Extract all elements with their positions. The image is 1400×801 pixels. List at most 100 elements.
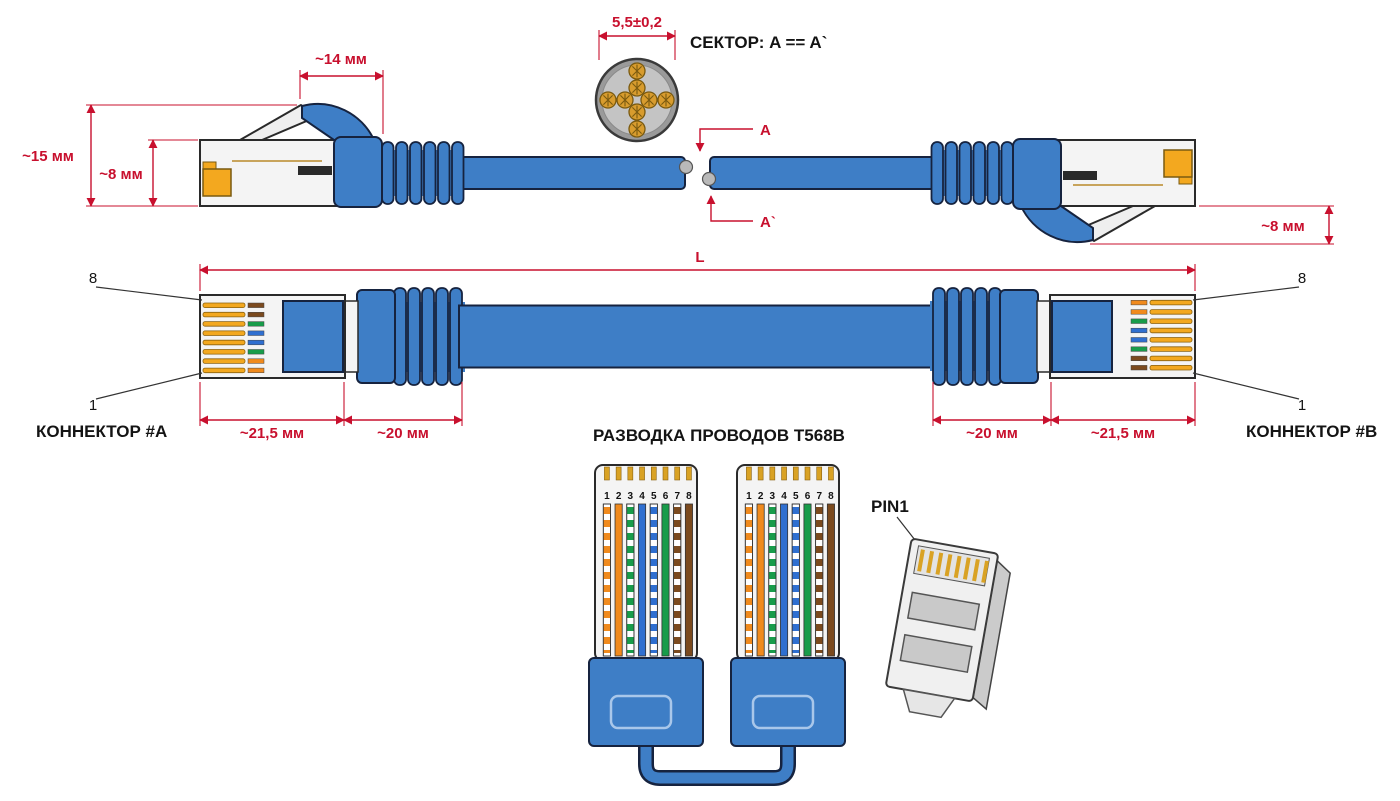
gold-pin <box>917 549 925 572</box>
contact-pin <box>792 466 799 481</box>
gold-pin <box>962 557 971 580</box>
pin-number-label: 5 <box>793 491 799 502</box>
pin-number-label: 5 <box>651 491 657 502</box>
patch-cord-plan-view: L 8 1 8 1 КОННЕКТОР #A КОННЕКТОР #B ~21,… <box>36 249 1377 442</box>
section-marker-a-prime-label: A` <box>760 214 776 231</box>
gold-pin <box>935 552 944 575</box>
boot-front-a <box>588 657 704 747</box>
contact-pin <box>627 466 634 481</box>
contact-pin <box>650 466 657 481</box>
connector-3d-window-1 <box>906 591 981 631</box>
pin-number-label: 3 <box>628 491 634 502</box>
wire-white-brown <box>673 503 682 657</box>
connector-3d-window-2 <box>899 633 973 674</box>
pin-number-label: 8 <box>686 491 692 502</box>
contact-pin <box>639 466 645 481</box>
pin-callouts: 8 1 8 1 <box>89 270 1306 414</box>
dim-8mm-right: ~8 мм <box>1090 205 1334 245</box>
wire-blue <box>780 503 789 657</box>
connector-a-title: КОННЕКТОР #A <box>36 422 167 441</box>
wire-white-orange <box>602 503 611 657</box>
contact-pin <box>686 466 692 481</box>
connector-b-title: КОННЕКТОР #B <box>1246 422 1377 441</box>
wire-white-green <box>626 503 635 657</box>
boot-front-b <box>730 657 846 747</box>
dim-8mm-left-label: ~8 мм <box>99 166 142 183</box>
cable-cross-section <box>594 57 680 143</box>
gold-pin <box>972 558 980 582</box>
sector-label: СЕКТОР: A == A` <box>690 33 827 52</box>
wire-blue <box>638 503 647 657</box>
pin-number-label: 7 <box>674 491 680 502</box>
pin8-right-label: 8 <box>1298 270 1306 287</box>
wiring-title: РАЗВОДКА ПРОВОДОВ T568B <box>593 426 845 445</box>
contact-pin <box>604 466 610 481</box>
wire-brown <box>826 503 835 657</box>
section-marker-a-prime: A` <box>706 195 776 231</box>
wire-white-green <box>768 503 777 657</box>
contact-pin <box>674 466 681 481</box>
dim-length: L <box>199 249 1196 291</box>
wire-green <box>803 503 812 657</box>
contact-pin <box>804 466 811 481</box>
pin1-label: PIN1 <box>871 497 909 516</box>
contact-pin <box>757 466 764 481</box>
pin-number-label: 6 <box>663 491 669 502</box>
dim-21-5mm-right: ~20 мм ~21,5 мм <box>932 382 1196 442</box>
pin1-left-label: 1 <box>89 397 97 414</box>
pin-number-label: 2 <box>616 491 622 502</box>
dim-21-5mm-left: ~21,5 мм ~20 мм <box>199 382 463 442</box>
connector-3d-pins <box>917 549 990 583</box>
dim-20mm-left-label: ~20 мм <box>377 425 429 442</box>
dim-8mm-left: ~8 мм <box>99 139 198 207</box>
gold-pin <box>944 554 953 577</box>
dim-8mm-right-label: ~8 мм <box>1261 218 1304 235</box>
contact-pin <box>816 466 823 481</box>
wire-white-brown <box>815 503 824 657</box>
connector-3d-tab <box>902 688 956 719</box>
pin-number-label: 1 <box>746 491 752 502</box>
pin8-left-label: 8 <box>89 270 97 287</box>
dim-14mm: ~14 мм <box>299 51 384 134</box>
boot-detail-b <box>751 694 815 730</box>
pin-number-label: 4 <box>639 491 645 502</box>
contact-pin <box>615 466 622 481</box>
dim-15mm-label: ~15 мм <box>22 148 74 165</box>
gold-pin <box>926 550 935 574</box>
connector-3d-view <box>885 538 1011 719</box>
pin-number-label: 2 <box>758 491 764 502</box>
wire-green <box>661 503 670 657</box>
pin1-right-label: 1 <box>1298 397 1306 414</box>
pin-number-label: 4 <box>781 491 787 502</box>
dim-cable-diameter-label: 5,5±0,2 <box>612 14 662 31</box>
wire-white-blue <box>649 503 658 657</box>
wire-white-blue <box>791 503 800 657</box>
wire-white-orange <box>744 503 753 657</box>
wire-orange <box>756 503 765 657</box>
connector-b-plan-view <box>458 287 1196 386</box>
boot-detail-a <box>609 694 673 730</box>
section-marker-a: A <box>695 122 771 152</box>
gold-pin <box>953 555 962 579</box>
dim-length-label: L <box>695 249 704 266</box>
dim-21-5mm-left-label: ~21,5 мм <box>240 425 304 442</box>
loop-cable <box>638 740 796 786</box>
wire-orange <box>614 503 623 657</box>
pin-number-label: 8 <box>828 491 834 502</box>
contact-pin <box>828 466 834 481</box>
wire-brown <box>684 503 693 657</box>
connector-b-side-view <box>701 138 1196 244</box>
section-marker-a-label: A <box>760 122 771 139</box>
dim-20mm-right-label: ~20 мм <box>966 425 1018 442</box>
dim-14mm-label: ~14 мм <box>315 51 367 68</box>
top-section: 5,5±0,2 СЕКТОР: A == A` ~14 мм ~15 мм ~8… <box>22 14 1334 245</box>
contact-pin <box>746 466 752 481</box>
pin-number-label: 3 <box>770 491 776 502</box>
contact-pin <box>781 466 787 481</box>
